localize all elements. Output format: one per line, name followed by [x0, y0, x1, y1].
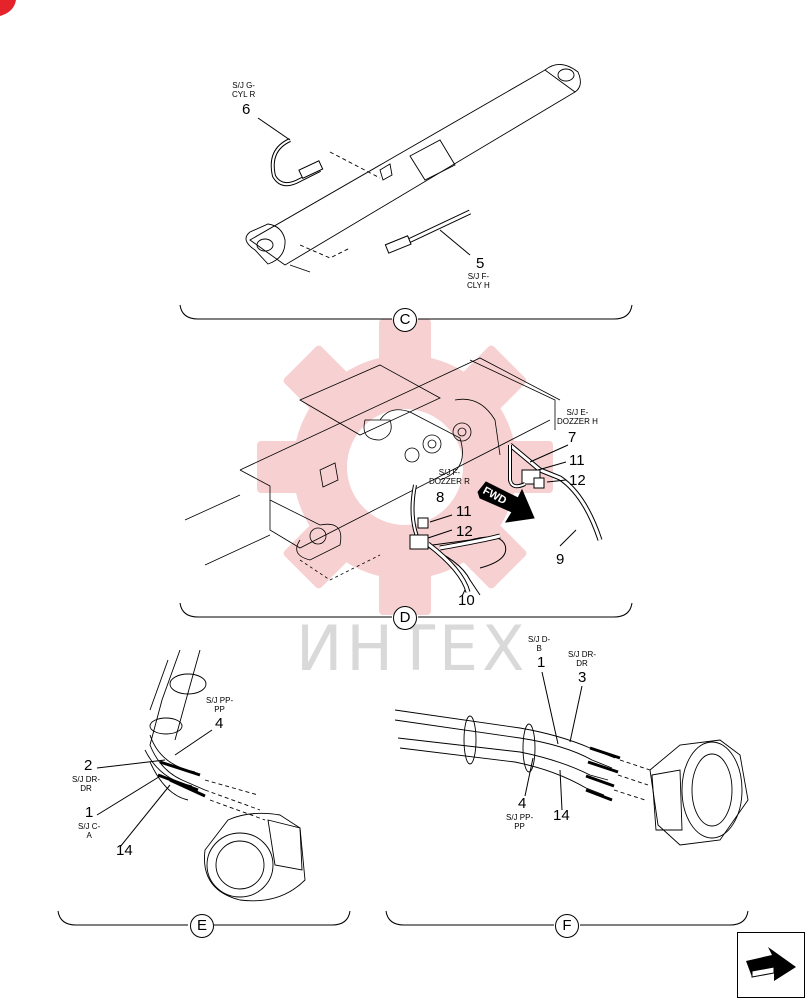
label-d-7-ref: S/J E- DOZZER H — [557, 408, 598, 426]
red-corner-mark-icon — [0, 0, 16, 16]
section-marker-e: E — [190, 914, 214, 938]
label-e-14: 14 — [116, 842, 133, 859]
cylinder-c — [245, 64, 581, 273]
label-c-5-num: 5 — [476, 255, 485, 272]
label-f-4-num: 4 — [518, 795, 527, 812]
label-d-11b: 11 — [456, 503, 472, 520]
label-e-4-num: 4 — [215, 715, 224, 732]
next-page-arrow-icon — [746, 947, 796, 981]
hose-9 — [508, 443, 603, 547]
hose-6 — [257, 117, 324, 187]
label-e-1-num: 1 — [85, 804, 94, 821]
fwd-arrow-icon — [477, 481, 535, 523]
label-d-10: 10 — [458, 592, 475, 609]
section-marker-d: D — [393, 606, 417, 630]
section-marker-c: C — [393, 308, 417, 332]
label-f-1-num: 1 — [537, 654, 546, 671]
label-d-7-num: 7 — [568, 429, 577, 446]
motor-f — [394, 709, 749, 846]
leaders-e — [96, 729, 213, 848]
label-d-12b: 12 — [456, 523, 473, 540]
label-d-8-num: 8 — [436, 489, 445, 506]
label-f-3-ref: S/J DR- DR — [568, 650, 596, 668]
label-e-2-num: 2 — [84, 757, 93, 774]
label-d-9: 9 — [556, 551, 565, 568]
label-c-6-num: 6 — [242, 101, 251, 118]
next-page-button[interactable] — [737, 932, 805, 998]
label-c-5-ref: S/J F- CLY H — [467, 272, 490, 290]
label-e-2-ref: S/J DR- DR — [72, 775, 100, 793]
frame-d — [184, 357, 561, 581]
label-d-8-ref: S/J F- DOZZER R — [429, 468, 470, 486]
label-f-14: 14 — [553, 807, 570, 824]
label-c-6-ref: S/J G- CYL R — [232, 81, 256, 99]
hose-5 — [384, 209, 472, 256]
label-e-1-ref: S/J C- A — [78, 822, 101, 840]
label-f-4-ref: S/J PP- PP — [506, 813, 534, 831]
hose-10 — [409, 484, 507, 597]
label-d-12a: 12 — [569, 472, 586, 489]
section-marker-f: F — [555, 914, 579, 938]
motor-e — [144, 649, 306, 902]
label-f-3-num: 3 — [578, 669, 587, 686]
leaders-f — [524, 671, 583, 811]
label-f-1-ref: S/J D- B — [528, 635, 551, 653]
label-d-11a: 11 — [569, 452, 585, 469]
label-e-4-ref: S/J PP- PP — [206, 696, 234, 714]
